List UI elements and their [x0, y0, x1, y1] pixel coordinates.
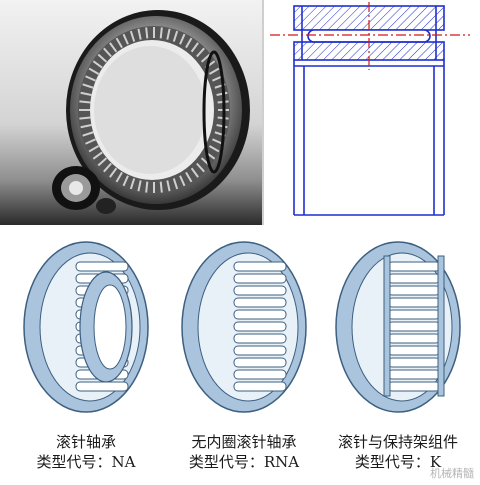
needle-roller [166, 180, 171, 192]
needle-roller [212, 138, 223, 145]
needle-roller [185, 171, 193, 183]
needle-roller [387, 345, 441, 356]
needle-roller [387, 309, 441, 320]
needle-roller [185, 37, 193, 49]
needle-roller [208, 145, 220, 153]
needle-roller [75, 381, 129, 392]
needle-roller [179, 33, 186, 45]
needle-roller [190, 42, 199, 53]
needle-roller [387, 297, 441, 308]
needle-roller [88, 145, 100, 153]
needle-roller [129, 30, 136, 42]
needle-roller [387, 321, 441, 332]
needle-roller [82, 83, 94, 89]
needle-roller [92, 60, 103, 69]
needle-roller [233, 309, 287, 320]
needle-roller [145, 27, 149, 39]
cage-rail [437, 255, 445, 397]
needle-roller [137, 180, 142, 192]
needle-roller [166, 28, 171, 40]
bearing-photo [0, 0, 262, 225]
needle-roller [122, 33, 129, 45]
needle-roller [233, 333, 287, 344]
needle-roller [233, 369, 287, 380]
needle-roller [79, 116, 91, 120]
needle-roller [233, 381, 287, 392]
needle-roller [233, 345, 287, 356]
bearing-illustration-na [6, 232, 166, 422]
needle-roller [115, 171, 123, 183]
needle-roller [92, 151, 103, 160]
needle-roller [115, 37, 123, 49]
bearing-illustration-k [318, 232, 478, 422]
needle-roller [75, 261, 129, 272]
needle-roller [109, 42, 118, 53]
needle-roller [82, 131, 94, 137]
needle-roller [97, 53, 108, 63]
needle-roller [109, 167, 118, 178]
bearing-code-rna: 类型代号：RNA [188, 453, 300, 471]
caption-k: 滚针与保持架组件 类型代号：K [318, 432, 478, 472]
needle-roller [145, 181, 149, 193]
needle-roller [196, 47, 205, 58]
needle-roller [137, 28, 142, 40]
caption-rna: 无内圈滚针轴承 类型代号：RNA [164, 432, 324, 472]
needle-roller [387, 261, 441, 272]
needle-roller [122, 175, 129, 187]
needle-roller [85, 138, 96, 145]
needle-roller [80, 123, 92, 129]
needle-roller [85, 75, 96, 82]
bearing-code-k: 类型代号：K [354, 453, 442, 471]
needle-roller [103, 162, 112, 173]
needle-roller [387, 333, 441, 344]
bearing-code-na: 类型代号：NA [36, 453, 136, 471]
needle-roller [387, 273, 441, 284]
bearing-name-k: 滚针与保持架组件 [337, 433, 458, 451]
needle-roller [88, 67, 100, 75]
needle-roller [233, 273, 287, 284]
needle-roller [172, 30, 179, 42]
needle-roller [233, 297, 287, 308]
needle-roller [190, 167, 199, 178]
cross-section-drawing [264, 0, 480, 225]
needle-roller [97, 157, 108, 167]
needle-roller [233, 261, 287, 272]
needle-roller [387, 285, 441, 296]
needle-roller [103, 47, 112, 58]
bearing-name-na: 滚针轴承 [55, 433, 116, 451]
needle-roller [208, 67, 220, 75]
panel-divider [262, 0, 264, 225]
needle-roller [387, 357, 441, 368]
cage-rail [383, 255, 391, 397]
inner-ring-bore [93, 284, 127, 370]
needle-roller [80, 91, 92, 97]
needle-roller [159, 27, 163, 39]
needle-roller [233, 285, 287, 296]
caption-na: 滚针轴承 类型代号：NA [6, 432, 166, 472]
needle-roller [233, 321, 287, 332]
bearing-illustration-rna [164, 232, 324, 422]
needle-roller [216, 123, 228, 129]
needle-roller [216, 91, 228, 97]
needle-roller [233, 357, 287, 368]
needle-roller [179, 175, 186, 187]
needle-roller [172, 178, 179, 190]
needle-roller [196, 162, 205, 173]
needle-roller [387, 369, 441, 380]
needle-roller [129, 178, 136, 190]
needle-roller [159, 181, 163, 193]
needle-roller [387, 381, 441, 392]
needle-roller [79, 100, 91, 104]
watermark: 机械精髓 [430, 467, 474, 480]
bearing-name-rna: 无内圈滚针轴承 [191, 433, 297, 451]
needle-roller [200, 53, 211, 63]
